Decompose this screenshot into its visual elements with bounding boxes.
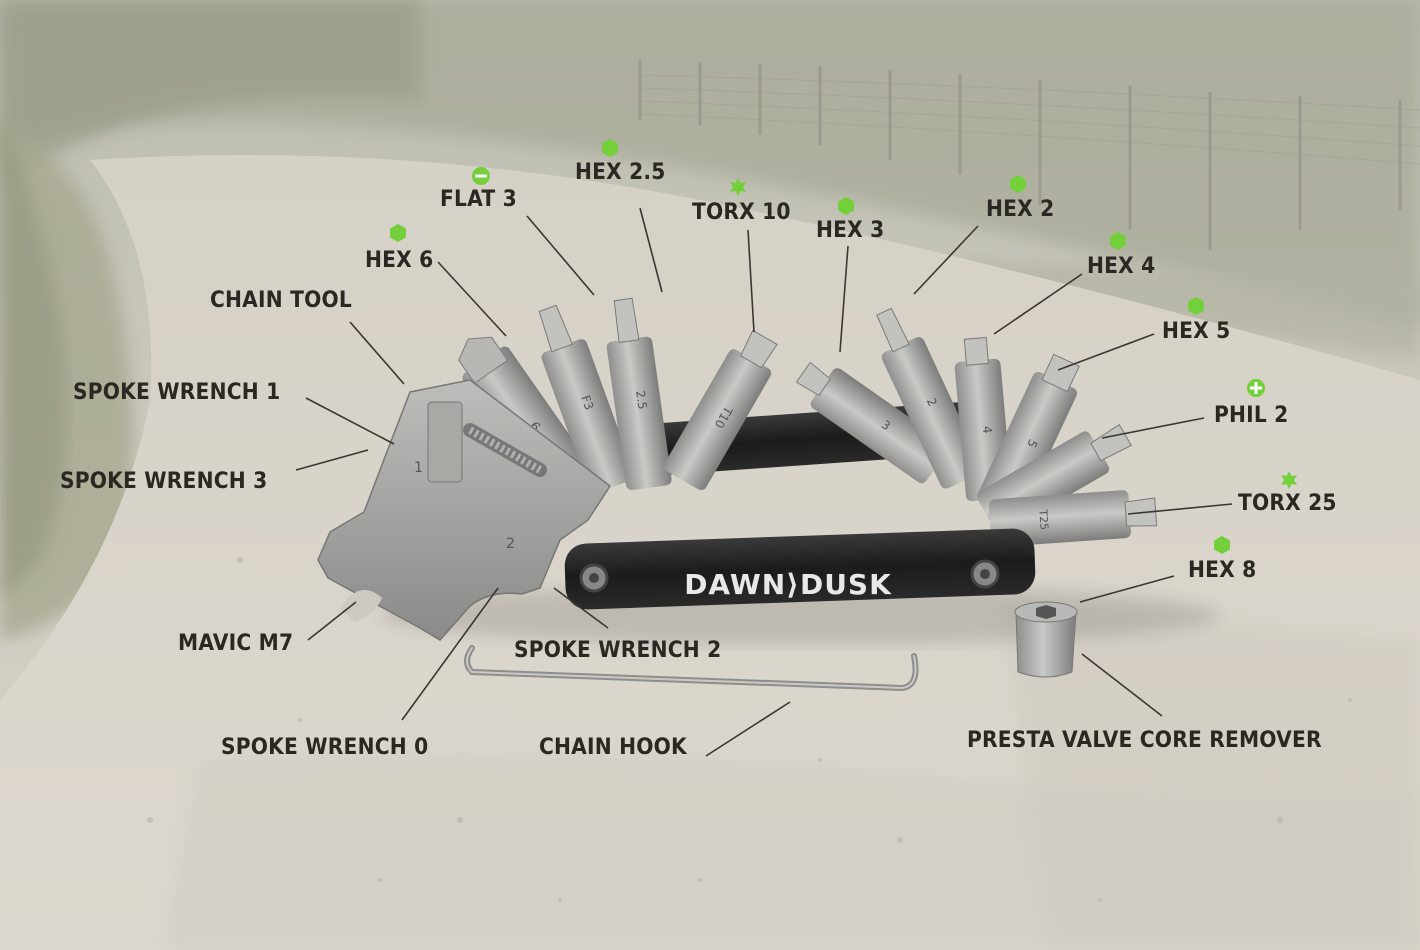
hexagon-icon bbox=[1110, 232, 1126, 250]
hexagon-icon bbox=[390, 224, 406, 242]
minus-circle-icon bbox=[472, 167, 490, 185]
label-mavic-m7: MAVIC M7 bbox=[178, 631, 294, 656]
label-phil-2: PHIL 2 bbox=[1214, 403, 1289, 428]
label-flat-3: FLAT 3 bbox=[440, 187, 517, 212]
label-spoke-wrench-0: SPOKE WRENCH 0 bbox=[221, 735, 429, 760]
label-presta-valve-core-remover: PRESTA VALVE CORE REMOVER bbox=[967, 728, 1322, 753]
hexagon-icon bbox=[1214, 536, 1230, 554]
label-hex-5: HEX 5 bbox=[1162, 319, 1231, 344]
bit-mark-hex25: 2.5 bbox=[633, 390, 650, 411]
label-chain-tool: CHAIN TOOL bbox=[210, 288, 352, 313]
label-spoke-wrench-2: SPOKE WRENCH 2 bbox=[514, 638, 722, 663]
label-spoke-wrench-1: SPOKE WRENCH 1 bbox=[73, 380, 281, 405]
star-icon bbox=[1281, 471, 1297, 489]
label-chain-hook: CHAIN HOOK bbox=[539, 735, 687, 760]
bit-mark-flat3: F3 bbox=[578, 393, 596, 411]
plus-circle-icon bbox=[1247, 379, 1265, 397]
bit-mark-hex4: 4 bbox=[980, 425, 995, 434]
bit-mark-wrench2: 2 bbox=[506, 536, 515, 552]
hexagon-icon bbox=[602, 139, 618, 157]
label-hex-2: HEX 2 bbox=[986, 197, 1055, 222]
front-handle: DAWN⟩DUSK bbox=[564, 528, 1036, 610]
label-hex-4: HEX 4 bbox=[1087, 254, 1156, 279]
hexagon-icon bbox=[1010, 175, 1026, 193]
hexagon-icon bbox=[838, 197, 854, 215]
valve-core-remover-part bbox=[1014, 601, 1078, 678]
chain-hook-part bbox=[464, 645, 919, 692]
label-hex-2-5: HEX 2.5 bbox=[575, 160, 666, 185]
label-torx-25: TORX 25 bbox=[1238, 491, 1337, 516]
brand-logo: DAWN⟩DUSK bbox=[684, 568, 892, 601]
hexagon-icon bbox=[1188, 297, 1204, 315]
label-hex-6: HEX 6 bbox=[365, 248, 434, 273]
label-spoke-wrench-3: SPOKE WRENCH 3 bbox=[60, 469, 268, 494]
bit-mark-wrench1: 1 bbox=[414, 460, 423, 476]
chain-tool-body: 1 2 bbox=[317, 379, 612, 641]
star-icon bbox=[730, 178, 746, 196]
label-hex-8: HEX 8 bbox=[1188, 558, 1257, 583]
label-hex-3: HEX 3 bbox=[816, 218, 885, 243]
bit-mark-torx25: T25 bbox=[1036, 508, 1050, 531]
leader-lines bbox=[295, 207, 1233, 757]
label-torx-10: TORX 10 bbox=[692, 200, 791, 225]
multi-tool: 6 F3 2.5 T10 3 bbox=[317, 297, 1220, 692]
